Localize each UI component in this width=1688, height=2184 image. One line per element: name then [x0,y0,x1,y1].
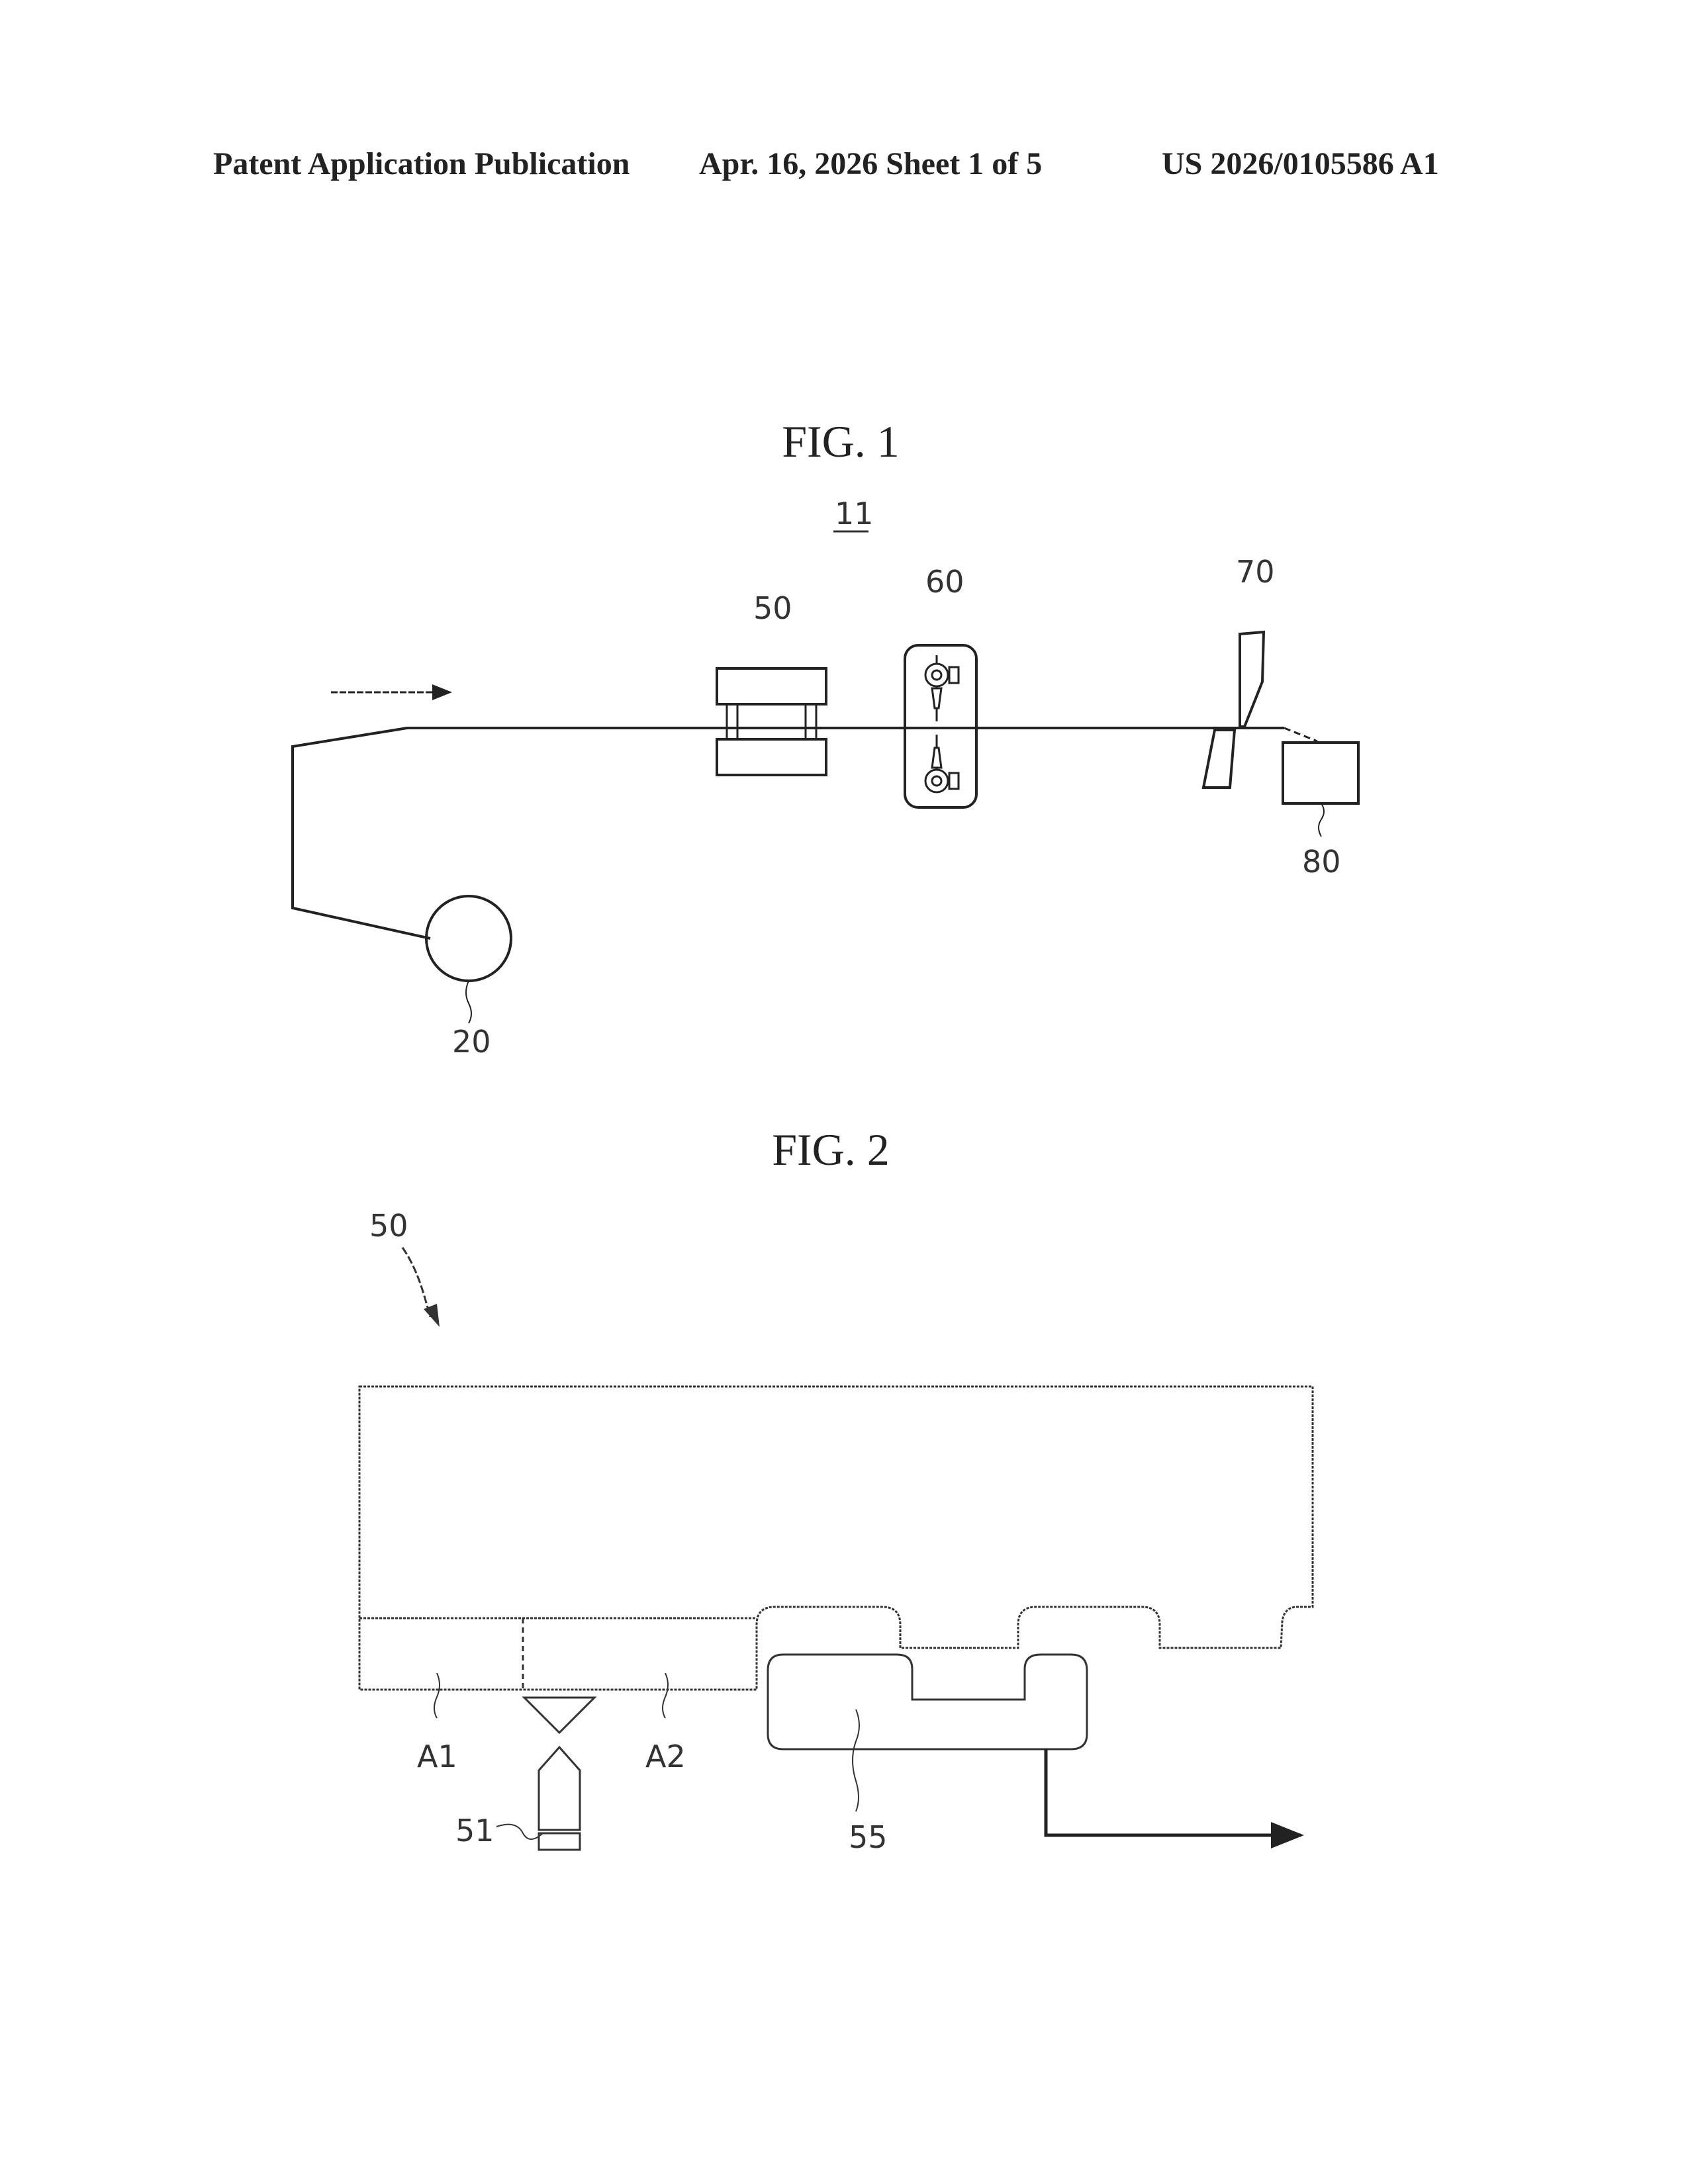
leader-line-a1 [434,1673,440,1718]
label-a2: A2 [645,1739,686,1774]
nozzle-tip [524,1698,594,1733]
label-51: 51 [455,1813,494,1848]
fig2-drawing [359,1248,1313,1850]
label-20: 20 [452,1024,491,1060]
assembly-pointer-arrowhead [424,1304,440,1327]
outlet-arrow [1046,1749,1301,1835]
receiver-box [1283,743,1358,803]
leader-line-a2 [663,1673,668,1718]
leader-line-80 [1319,803,1324,837]
chamber-outline [768,1655,1087,1749]
label-60: 60 [925,564,964,600]
nozzle-body [539,1747,580,1830]
main-body-outline [359,1387,1313,1690]
upper-roller-icon [925,655,959,721]
assembly-pointer-arrow [402,1248,430,1317]
leader-line-20 [466,981,471,1023]
label-80: 80 [1302,844,1341,880]
label-50-fig2: 50 [369,1208,408,1244]
second-unit [905,645,976,807]
label-50-fig1: 50 [753,590,792,626]
lower-blade [1203,730,1235,788]
upper-blade [1240,632,1264,727]
label-55: 55 [849,1819,888,1855]
first-unit [717,668,826,775]
fig1-drawing [293,632,1358,1023]
label-11: 11 [835,496,874,531]
label-a1: A1 [417,1739,457,1774]
leader-line-55 [853,1709,859,1811]
nozzle-base [539,1833,580,1850]
lower-roller-icon [925,735,959,792]
web-dashed-extension [1284,728,1317,741]
supply-roll [426,896,511,981]
label-70: 70 [1236,554,1275,590]
leader-line-51 [496,1825,543,1839]
